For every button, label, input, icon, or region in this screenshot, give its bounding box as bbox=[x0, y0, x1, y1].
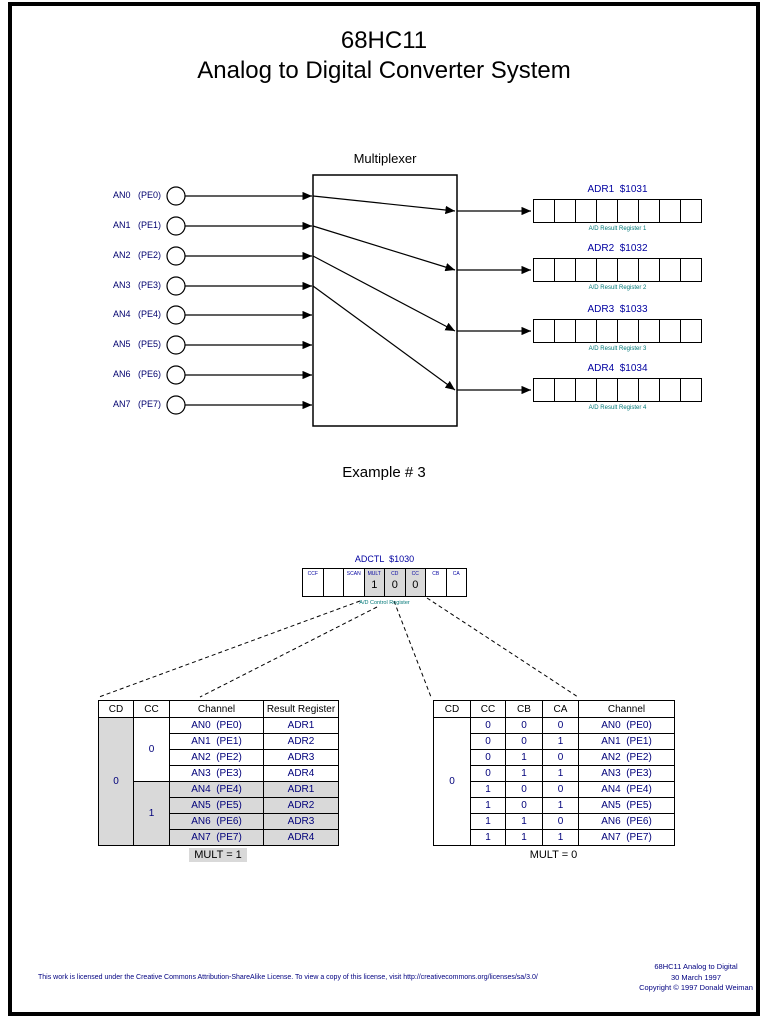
input-label-an2: AN2 (PE2) bbox=[113, 250, 162, 260]
col-header-cb: CB bbox=[505, 700, 543, 718]
adr3-caption: A/D Result Register 3 bbox=[588, 346, 647, 352]
mult1-caption: MULT = 1 bbox=[98, 848, 338, 862]
adctl-register: CCF SCAN MULT 1 CD 0 CC 0 CB CA bbox=[302, 568, 467, 597]
table-row: 0 0 1 AN1 (PE1) bbox=[434, 733, 675, 750]
adr4-register bbox=[533, 378, 702, 402]
adr1-title: ADR1 $1031 bbox=[587, 184, 648, 195]
table-row: 1 1 1 AN7 (PE7) bbox=[434, 829, 675, 846]
adctl-bit-ca: CA bbox=[452, 571, 460, 577]
adctl-bit-unused bbox=[324, 569, 344, 596]
table-row: 0 0 AN0 (PE0) ADR1 bbox=[98, 717, 339, 846]
adr1-caption: A/D Result Register 1 bbox=[588, 226, 647, 232]
cc-group-0: 0 bbox=[133, 717, 170, 782]
input-label-an0: AN0 (PE0) bbox=[113, 190, 162, 200]
mult0-caption: MULT = 0 bbox=[529, 849, 578, 861]
adr3-title: ADR3 $1033 bbox=[587, 304, 648, 315]
table-row: 1 1 0 AN6 (PE6) bbox=[434, 813, 675, 830]
adr2-caption: A/D Result Register 2 bbox=[588, 285, 647, 291]
table-row: 1 AN4 (PE4) ADR1 bbox=[99, 781, 339, 846]
page-title-line1: 68HC11 bbox=[340, 27, 428, 54]
adr2-title: ADR2 $1032 bbox=[587, 243, 648, 254]
adr3-register bbox=[533, 319, 702, 343]
adctl-bit-cc: CC 0 bbox=[405, 569, 426, 596]
table-row: 1 0 1 AN5 (PE5) bbox=[434, 797, 675, 814]
col-header-cd: CD bbox=[98, 700, 134, 718]
table-header-row: CD CC CB CA Channel bbox=[433, 700, 675, 718]
cd-cell: 0 bbox=[433, 717, 471, 846]
credit-block: 68HC11 Analog to Digital 30 March 1997 C… bbox=[628, 962, 764, 994]
adctl-title: ADCTL $1030 bbox=[354, 554, 415, 564]
col-header-channel: Channel bbox=[169, 700, 264, 718]
input-label-an1: AN1 (PE1) bbox=[113, 220, 162, 230]
input-label-an3: AN3 (PE3) bbox=[113, 280, 162, 290]
table-row: AN3 (PE3) ADR4 bbox=[99, 765, 339, 782]
input-label-an4: AN4 (PE4) bbox=[113, 309, 162, 319]
cd-cell: 0 bbox=[98, 717, 134, 846]
page-title: 68HC11 Analog to Digital Converter Syste… bbox=[0, 26, 768, 86]
license-text: This work is licensed under the Creative… bbox=[38, 974, 538, 981]
adr2-register bbox=[533, 258, 702, 282]
adr4-title: ADR4 $1034 bbox=[587, 363, 648, 374]
adctl-bit-scan: SCAN bbox=[344, 569, 365, 596]
table-row: 0 1 0 AN2 (PE2) bbox=[434, 749, 675, 766]
input-label-an6: AN6 (PE6) bbox=[113, 369, 162, 379]
table-row: AN7 (PE7) ADR4 bbox=[99, 829, 339, 846]
adctl-bit-cd: CD 0 bbox=[385, 569, 406, 596]
page-border bbox=[8, 2, 760, 1016]
adctl-bit-mult: MULT 1 bbox=[364, 569, 385, 596]
col-header-ca: CA bbox=[542, 700, 579, 718]
credit-copyright: Copyright © 1997 Donald Weiman bbox=[639, 983, 753, 992]
credit-date: 30 March 1997 bbox=[670, 972, 722, 982]
adr1-register bbox=[533, 199, 702, 223]
input-label-an5: AN5 (PE5) bbox=[113, 339, 162, 349]
adr4-caption: A/D Result Register 4 bbox=[588, 405, 647, 411]
table-row: AN2 (PE2) ADR3 bbox=[99, 749, 339, 766]
table-row: 0 0 0 0 AN0 (PE0) bbox=[433, 717, 675, 846]
col-header-result-register: Result Register bbox=[263, 700, 339, 718]
input-label-an7: AN7 (PE7) bbox=[113, 399, 162, 409]
table-row: AN1 (PE1) ADR2 bbox=[99, 733, 339, 750]
table-row: AN6 (PE6) ADR3 bbox=[99, 813, 339, 830]
col-header-cc: CC bbox=[133, 700, 170, 718]
adctl-caption: A/D Control Register bbox=[359, 600, 410, 606]
adctl-bit-ccf: CCF bbox=[303, 569, 324, 596]
table-row: 1 0 0 AN4 (PE4) bbox=[434, 781, 675, 798]
cc-group-1: 1 bbox=[133, 781, 170, 846]
mult1-table: CD CC Channel Result Register 0 0 AN0 (P… bbox=[98, 700, 339, 846]
col-header-cc: CC bbox=[470, 700, 506, 718]
adctl-bit-cb: CB bbox=[426, 569, 447, 596]
col-header-channel: Channel bbox=[578, 700, 675, 718]
multiplexer-label: Multiplexer bbox=[353, 151, 417, 166]
col-header-cd: CD bbox=[433, 700, 471, 718]
credit-doc-title: 68HC11 Analog to Digital bbox=[654, 962, 738, 971]
table-row: 0 1 1 AN3 (PE3) bbox=[434, 765, 675, 782]
page-title-line2: Analog to Digital Converter System bbox=[197, 57, 571, 84]
table-header-row: CD CC Channel Result Register bbox=[98, 700, 339, 718]
example-heading: Example # 3 bbox=[342, 464, 426, 481]
mult0-table: CD CC CB CA Channel 0 0 0 0 AN0 (PE0) 0 … bbox=[433, 700, 675, 846]
